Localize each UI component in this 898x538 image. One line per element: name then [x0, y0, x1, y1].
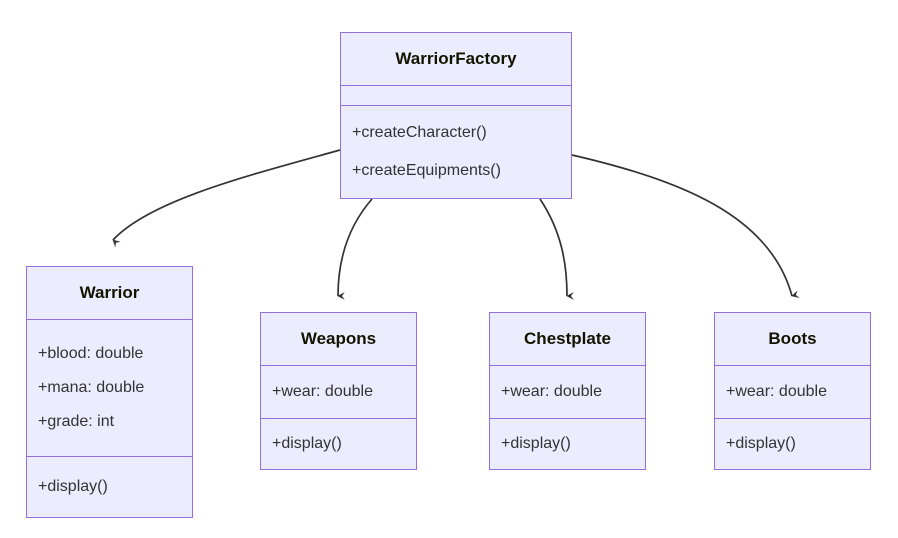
- class-attributes-compartment: +wear: double: [261, 365, 416, 418]
- class-attribute: +wear: double: [501, 383, 602, 400]
- uml-class-boots[interactable]: Boots +wear: double +display(): [714, 312, 871, 470]
- class-attribute: +grade: int: [38, 413, 115, 430]
- edge-warriorfactory-to-boots: [571, 154, 800, 298]
- class-method: +display(): [272, 435, 342, 452]
- class-name: Weapons: [300, 328, 377, 348]
- class-methods-compartment: +display(): [490, 418, 645, 469]
- uml-class-warrior[interactable]: Warrior +blood: double +mana: double +gr…: [26, 266, 193, 518]
- class-method: +createCharacter(): [352, 124, 487, 141]
- edge-warriorfactory-to-warrior: [112, 149, 341, 248]
- class-attribute: +blood: double: [38, 345, 144, 362]
- class-title-compartment: Chestplate: [490, 313, 645, 365]
- class-name: Chestplate: [524, 328, 611, 348]
- class-methods-compartment: +display(): [27, 456, 192, 517]
- class-methods-compartment: +createCharacter() +createEquipments(): [341, 105, 571, 198]
- uml-class-chestplate[interactable]: Chestplate +wear: double +display(): [489, 312, 646, 470]
- class-attributes-compartment: +wear: double: [715, 365, 870, 418]
- class-method: +display(): [501, 435, 571, 452]
- class-methods-compartment: +display(): [715, 418, 870, 469]
- class-attribute: +wear: double: [726, 383, 827, 400]
- class-method: +createEquipments(): [352, 162, 501, 179]
- class-title-compartment: Boots: [715, 313, 870, 365]
- class-attribute: +mana: double: [38, 379, 145, 396]
- class-attribute: +wear: double: [272, 383, 373, 400]
- class-attributes-compartment: [341, 85, 571, 105]
- class-name: WarriorFactory: [395, 48, 517, 68]
- class-attributes-compartment: +blood: double +mana: double +grade: int: [27, 319, 192, 456]
- class-title-compartment: Weapons: [261, 313, 416, 365]
- class-method: +display(): [726, 435, 796, 452]
- class-name: Boots: [768, 328, 817, 348]
- class-title-compartment: Warrior: [27, 267, 192, 319]
- class-methods-compartment: +display(): [261, 418, 416, 469]
- edge-warriorfactory-to-weapons: [337, 198, 373, 300]
- class-attributes-compartment: +wear: double: [490, 365, 645, 418]
- edge-warriorfactory-to-chestplate: [539, 198, 574, 300]
- uml-class-warrior-factory[interactable]: WarriorFactory +createCharacter() +creat…: [340, 32, 572, 199]
- class-method: +display(): [38, 478, 108, 495]
- class-title-compartment: WarriorFactory: [341, 33, 571, 85]
- class-name: Warrior: [79, 282, 140, 302]
- uml-class-weapons[interactable]: Weapons +wear: double +display(): [260, 312, 417, 470]
